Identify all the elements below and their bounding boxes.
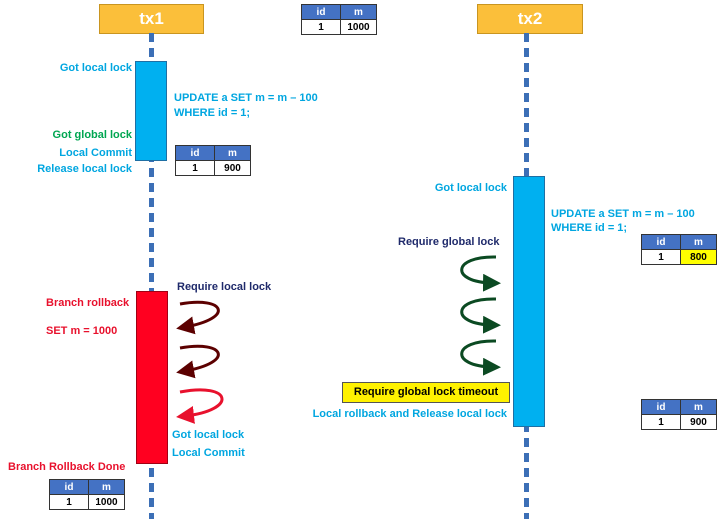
table-cell-id: 1	[301, 19, 341, 35]
table-cell-id: 1	[175, 160, 215, 176]
table-header-m: m	[680, 234, 717, 250]
tx1-rollback-bar	[136, 291, 168, 464]
tx2-activation-bar	[513, 176, 545, 427]
global-lock-retry-arrow-3	[460, 339, 501, 376]
tx1-local-commit-2-label: Local Commit	[172, 447, 245, 459]
tx1-local-commit-label: Local Commit	[59, 147, 132, 159]
tx1-update-sql-line1: UPDATE a SET m = m – 100	[174, 92, 318, 104]
tx1-update-sql-line2: WHERE id = 1;	[174, 107, 251, 119]
global-lock-retry-arrow-2	[460, 297, 501, 334]
tx2-local-rollback-label: Local rollback and Release local lock	[312, 408, 507, 420]
tx1-set-m-label: SET m = 1000	[46, 325, 118, 337]
tx2-header: tx2	[477, 4, 583, 34]
tx2-update-sql-line2: WHERE id = 1;	[551, 222, 628, 234]
table-header-id: id	[175, 145, 215, 161]
tx1-got-global-lock-label: Got global lock	[52, 129, 132, 141]
table-cell-id: 1	[49, 494, 89, 510]
retry-arrow-3	[176, 388, 224, 424]
tx1-require-local-lock-label: Require local lock	[177, 281, 272, 293]
tx2-got-local-lock-label: Got local lock	[434, 182, 507, 194]
table-cell-m: 900	[680, 414, 717, 430]
tx2-timeout-box: Require global lock timeout	[342, 382, 510, 403]
tx1-branch-rollback-done-label: Branch Rollback Done	[8, 461, 126, 473]
tx1-lifeline	[149, 33, 154, 519]
tx2-require-global-lock-label: Require global lock	[398, 236, 500, 248]
tx1-release-local-lock-label: Release local lock	[37, 163, 132, 175]
table-header-m: m	[88, 479, 125, 495]
tx1-header: tx1	[99, 4, 204, 34]
table-cell-id: 1	[641, 249, 681, 265]
table-cell-m-highlighted: 800	[680, 249, 717, 265]
table-header-id: id	[641, 234, 681, 250]
tx1-got-local-lock-2-label: Got local lock	[172, 429, 245, 441]
tx1-got-local-lock-label: Got local lock	[59, 62, 132, 74]
table-header-id: id	[301, 4, 341, 20]
table-cell-m: 1000	[88, 494, 125, 510]
tx1-activation-bar	[135, 61, 167, 161]
table-cell-m: 900	[214, 160, 251, 176]
tx2-update-sql-line1: UPDATE a SET m = m – 100	[551, 208, 695, 220]
table-cell-id: 1	[641, 414, 681, 430]
global-lock-retry-arrow-1	[460, 255, 501, 292]
retry-arrow-1	[176, 300, 220, 335]
table-cell-m: 1000	[340, 19, 377, 35]
retry-arrow-2	[176, 344, 220, 379]
tx1-branch-rollback-label: Branch rollback	[46, 297, 130, 309]
